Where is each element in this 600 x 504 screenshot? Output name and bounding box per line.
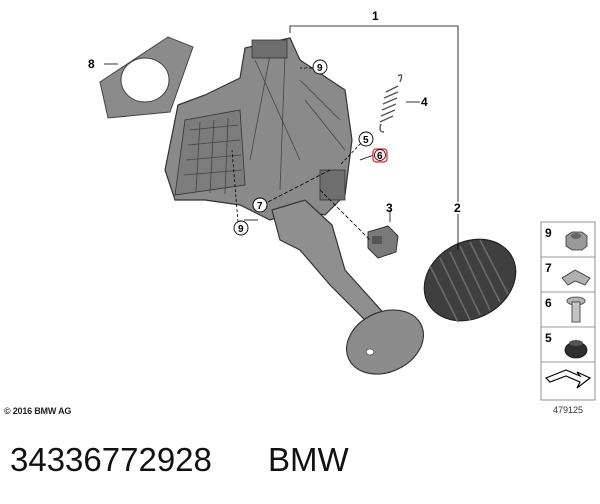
callout-6-highlight	[372, 148, 388, 163]
connector-part	[367, 225, 399, 259]
callout-9b: 9	[238, 224, 244, 235]
leader-lines	[104, 25, 459, 250]
callout-7: 7	[257, 201, 263, 212]
callout-3: 3	[386, 201, 393, 215]
callout-5: 5	[363, 135, 369, 146]
legend-num-5: 5	[545, 331, 552, 345]
callout-6: 6	[377, 151, 383, 162]
pedal-pad-part	[423, 238, 517, 323]
callout-7-circle	[252, 197, 268, 213]
legend-num-7: 7	[545, 261, 552, 275]
part-number: 34336772928	[10, 441, 212, 478]
pedal-bracket	[164, 37, 353, 221]
nut-icon	[565, 231, 588, 251]
clip-icon	[561, 269, 591, 286]
callout-4: 4	[421, 95, 428, 109]
callout-5-circle	[358, 131, 374, 147]
legend-num-9: 9	[545, 226, 552, 240]
brand-name: BMW	[268, 441, 349, 478]
callout-1: 1	[372, 9, 379, 23]
gasket-part	[99, 36, 194, 119]
callout-2: 2	[454, 201, 461, 215]
parts-diagram: 1 2 3 4 8 9 5 6 7 9 9 7 6 5	[88, 9, 596, 401]
callout-9b-circle	[233, 220, 249, 236]
pedal-arm	[271, 199, 425, 375]
spring-part	[379, 74, 403, 133]
copyright-text: © 2016 BMW AG	[4, 406, 72, 416]
legend-panel: 9 7 6 5	[540, 221, 596, 401]
grommet-icon	[564, 340, 588, 359]
view-direction-arrow-icon	[544, 369, 592, 389]
callout-9a-circle	[312, 59, 328, 75]
callout-8: 8	[88, 57, 95, 71]
bolt-icon	[566, 296, 586, 323]
callout-9a: 9	[317, 63, 323, 74]
drawing-number: 479125	[553, 405, 584, 415]
legend-num-6: 6	[545, 296, 552, 310]
